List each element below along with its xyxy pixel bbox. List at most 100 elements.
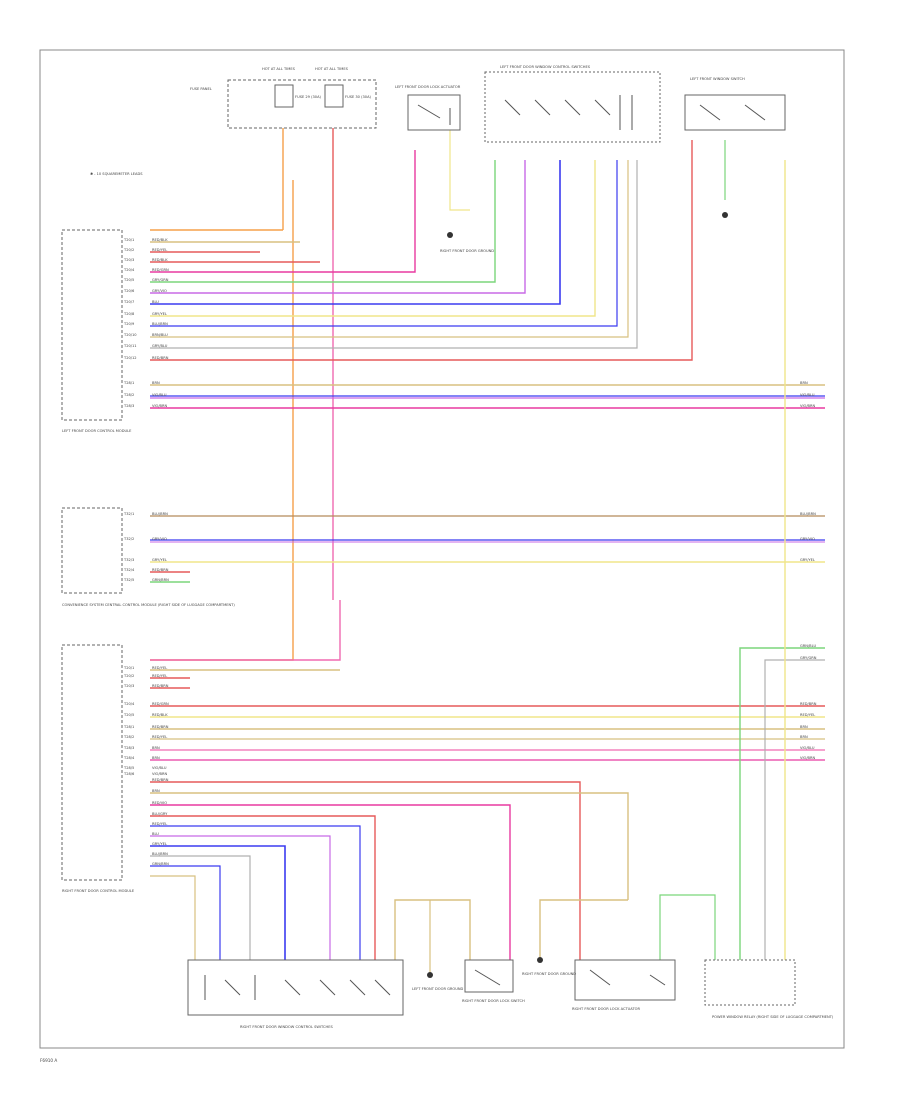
lf-wire-label: GRY/YEL [152, 312, 167, 316]
rf-door-lock-actuator-box [574, 959, 676, 1001]
wire-rf-l9 [150, 865, 221, 960]
rf-lower-wire-label: RED/YEL [152, 822, 167, 826]
lf-pin-label: T28/3 [123, 404, 134, 408]
fuse-name-1: FUSE 29 (30A) [295, 95, 322, 99]
wire-lf-12 [150, 140, 693, 361]
lf-wire-label: VIO/BRN [152, 404, 168, 408]
rf-pin-label: T28/3 [123, 746, 134, 750]
lf-control-module-box [61, 229, 123, 421]
cc-pin-label: T32/1 [123, 512, 134, 516]
ground-lfr-symbol [722, 212, 728, 218]
lf-wire-label: RED/GRN [152, 268, 169, 272]
right-edge-wire-label: GRY/GRN [800, 656, 817, 660]
wire-lf-10 [150, 160, 629, 338]
lf-pin-label: T20/6 [123, 289, 135, 293]
lf-pin-label: T20/2 [123, 248, 134, 252]
rf-wire-label: RED/BRN [152, 725, 169, 729]
rf-wire-label: RED/BRN [152, 684, 169, 688]
rf-lower-wire-label: GRN/BRN [152, 862, 169, 866]
lf-wire-label: BRN/BLU [152, 333, 168, 337]
rf-lower-wire-label: BLU/BRN [152, 852, 168, 856]
wire-lfwm [449, 130, 470, 211]
rf-wire-label: RED/YEL [152, 674, 167, 678]
master-switch-symbols [504, 95, 633, 130]
wire-rf-l8 [150, 855, 251, 960]
rf-lower-wire-label: RED/BRN [152, 778, 169, 782]
wire-lf-8 [150, 160, 596, 317]
lf-pin-label: T28/2 [123, 393, 134, 397]
wire-rf-l6 [150, 835, 331, 960]
right-edge-wire-label: VIO/BLU [800, 393, 815, 397]
rf-lower-wire-label: GRY/YEL [152, 842, 167, 846]
wire-rf-l4 [150, 815, 376, 960]
lf-pin-label: T20/4 [123, 268, 135, 272]
wire-fuse2-long [150, 230, 341, 661]
lf-wire-label: RED/BRN [152, 356, 169, 360]
lf-wire-label: RED/BLK [152, 238, 168, 242]
right-edge-wire-label: VIO/BRN [800, 756, 816, 760]
rf-wire-label: RED/GRN [152, 702, 169, 706]
legend-note: ✱ - 10 SQUAREMETER LEADS [90, 172, 143, 176]
right-edge-wire-label: BRN [800, 735, 808, 739]
lf-wire-label: BLU/BRN [152, 322, 168, 326]
wire-loop-a [394, 899, 471, 960]
wire-lf-11 [150, 160, 638, 349]
lf-pin-label: T20/12 [123, 356, 137, 360]
rf-lower-wire-label: BLU [152, 832, 159, 836]
wire-rf-l2 [150, 792, 629, 900]
wire-layer [150, 128, 825, 975]
cc-wire-label: RED/BRN [152, 568, 169, 572]
rf-pin-label: T20/4 [123, 702, 135, 706]
fuse-name-2: FUSE 30 (30A) [345, 95, 372, 99]
lf-pin-label: T20/7 [123, 300, 134, 304]
diagram-frame [39, 49, 845, 1049]
rf-lower-wire-label: BRN [152, 789, 160, 793]
power-window-relay-label: POWER WINDOW RELAY (RIGHT SIDE OF LUGGAG… [712, 1015, 834, 1019]
pin-label-layer: T20/1T20/2T20/3T20/4T20/5T20/6T20/7T20/8… [123, 238, 817, 866]
lf-pin-label: T20/1 [123, 238, 134, 242]
rf-pin-label: T20/1 [123, 666, 134, 670]
lf-window-switch-label: LEFT FRONT WINDOW SWITCH [690, 77, 745, 81]
wire-rf-l10 [150, 875, 196, 960]
rf-door-lock-switch-symbol [474, 969, 501, 986]
right-edge-wire-label: RED/YEL [800, 713, 815, 717]
rf-control-module-label: RIGHT FRONT DOOR CONTROL MODULE [62, 889, 135, 893]
wire-rf-l7 [150, 845, 286, 960]
rf-pin-label: T28/6 [123, 772, 135, 776]
wire-loop-c [659, 894, 716, 960]
cc-wire-label: GRY/VIO [152, 537, 167, 541]
fuse-panel-label: FUSE PANEL [190, 87, 212, 91]
lf-door-lock-actuator-box [407, 94, 461, 131]
lf-wire-label: GRY/GRN [152, 278, 169, 282]
power-window-relay-box [704, 959, 796, 1006]
ground-lf-label: LEFT FRONT DOOR GROUND [412, 987, 464, 991]
ground-rf2-label: RIGHT FRONT DOOR GROUND [440, 249, 494, 253]
fuse-panel-box [227, 79, 377, 129]
right-edge-wire-label: BRN [800, 381, 808, 385]
right-edge-wire-label: GRN/BLU [800, 644, 816, 648]
lf-control-module-label: LEFT FRONT DOOR CONTROL MODULE [62, 429, 132, 433]
wire-lf-7 [150, 160, 561, 305]
lf-pin-label: T20/8 [123, 312, 135, 316]
rf-switches-label: RIGHT FRONT DOOR WINDOW CONTROL SWITCHES [240, 1025, 334, 1029]
lf-wire-label: VIO/BLU [152, 393, 167, 397]
wire-lf-6 [150, 160, 526, 294]
ground-rf-label: RIGHT FRONT DOOR GROUND [522, 972, 576, 976]
cc-pin-label: T32/4 [123, 568, 135, 572]
fuse-29 [274, 84, 294, 108]
rf-pin-label: T28/2 [123, 735, 134, 739]
rf-pin-label: T20/2 [123, 674, 134, 678]
component-layer: FUSE PANEL HOT AT ALL TIMES HOT AT ALL T… [40, 65, 834, 1063]
comfort-module-box [61, 507, 123, 594]
cc-wire-label: GRY/YEL [152, 558, 167, 562]
right-edge-wire-label: BRN [800, 725, 808, 729]
lf-pin-label: T20/11 [123, 344, 137, 348]
ground-lfw-symbol [447, 232, 453, 238]
wire-lf-9 [150, 160, 618, 327]
rf-wire-label: VIO/BLU [152, 766, 167, 770]
wire-lf-5 [150, 160, 496, 283]
wire-rf-l3 [150, 804, 511, 960]
lf-pin-label: T28/1 [123, 381, 134, 385]
wire-fuse1 [150, 128, 284, 231]
rf-wire-label: BRN [152, 756, 160, 760]
